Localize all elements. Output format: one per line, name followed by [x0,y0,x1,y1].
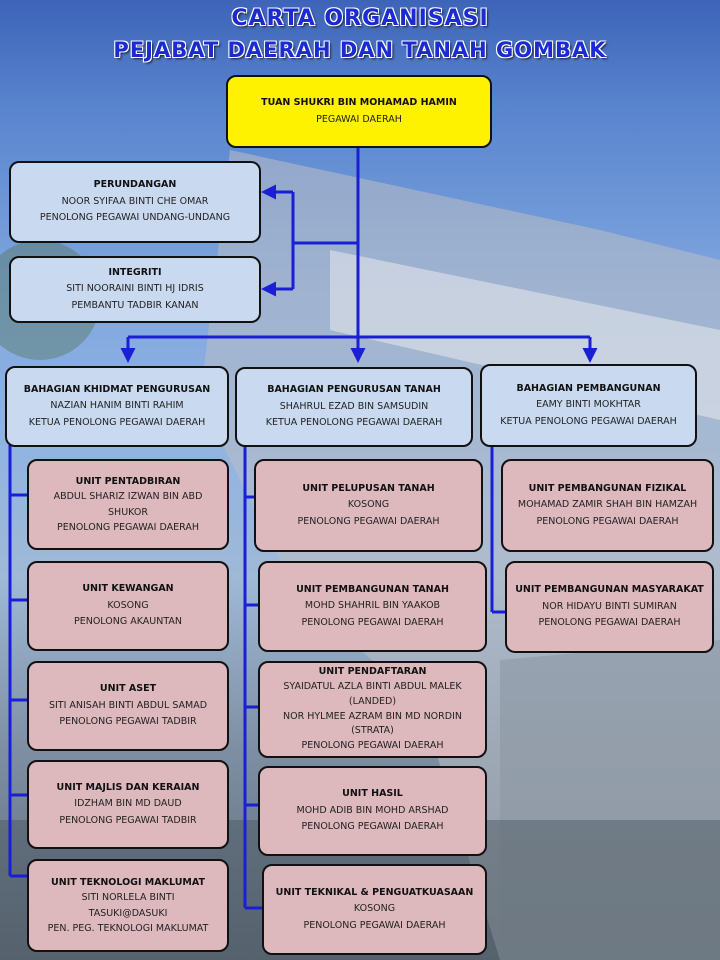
unit-line: MOHD ADIB BIN MOHD ARSHAD [296,804,449,816]
division-title: BAHAGIAN PEMBANGUNAN [516,382,661,394]
unit-line: MOHD SHAHRIL BIN YAAKOB [304,600,441,612]
unit-box-teknikal-penguatkuasaan: UNIT TEKNIKAL & PENGUATKUASAAN KOSONG PE… [262,864,487,955]
staff-name: SITI NOORAINI BINTI HJ IDRIS [66,283,204,295]
unit-line: PENOLONG PEGAWAI TADBIR [59,814,197,826]
unit-title: UNIT PEMBANGUNAN TANAH [296,583,449,595]
unit-box-pentadbiran: UNIT PENTADBIRAN ABDUL SHARIZ IZWAN BIN … [27,459,229,550]
unit-line: KOSONG [347,499,390,511]
unit-box-pembangunan-masyarakat: UNIT PEMBANGUNAN MASYARAKAT NOR HIDAYU B… [505,561,714,653]
unit-box-pelupusan-tanah: UNIT PELUPUSAN TANAH KOSONG PENOLONG PEG… [254,459,483,552]
head-name: TUAN SHUKRI BIN MOHAMAD HAMIN [261,96,457,108]
chart-title: CARTA ORGANISASI [231,6,489,31]
unit-line: PENOLONG PEGAWAI DAERAH [301,616,444,628]
unit-line: PENOLONG PEGAWAI DAERAH [538,617,681,629]
unit-line: (STRATA) [351,725,394,737]
division-head-name: NAZIAN HANIM BINTI RAHIM [50,400,184,412]
unit-line: PENOLONG PEGAWAI DAERAH [297,515,440,527]
staff-role: PENOLONG PEGAWAI UNDANG-UNDANG [39,212,231,224]
unit-box-majlis-dan-keraian: UNIT MAJLIS DAN KERAIAN IDZHAM BIN MD DA… [27,760,229,849]
unit-box-teknologi-maklumat: UNIT TEKNOLOGI MAKLUMAT SITI NORLELA BIN… [27,859,229,952]
unit-line: MOHAMAD ZAMIR SHAH BIN HAMZAH [517,499,698,511]
staff-title: INTEGRITI [108,266,162,278]
district-officer-box: TUAN SHUKRI BIN MOHAMAD HAMIN PEGAWAI DA… [226,75,492,148]
unit-box-aset: UNIT ASET SITI ANISAH BINTI ABDUL SAMAD … [27,661,229,751]
unit-line: TASUKI@DASUKI [88,907,168,919]
unit-title: UNIT PELUPUSAN TANAH [302,482,435,494]
staff-name: NOOR SYIFAA BINTI CHE OMAR [61,195,209,207]
unit-title: UNIT ASET [99,683,157,695]
unit-line: PENOLONG PEGAWAI DAERAH [301,739,444,751]
unit-line: (LANDED) [348,695,397,707]
unit-line: PENOLONG AKAUNTAN [73,616,183,628]
unit-line: NOR HIDAYU BINTI SUMIRAN [542,600,677,612]
division-box-pengurusan-tanah: BAHAGIAN PENGURUSAN TANAH SHAHRUL EZAD B… [235,367,473,447]
staff-role: PEMBANTU TADBIR KANAN [71,299,199,311]
unit-title: UNIT TEKNIKAL & PENGUATKUASAAN [275,886,474,898]
unit-box-pendaftaran: UNIT PENDAFTARAN SYAIDATUL AZLA BINTI AB… [258,661,487,758]
unit-title: UNIT PENDAFTARAN [318,666,427,678]
unit-box-pembangunan-fizikal: UNIT PEMBANGUNAN FIZIKAL MOHAMAD ZAMIR S… [501,459,714,552]
division-title: BAHAGIAN KHIDMAT PENGURUSAN [23,383,211,395]
chart-subtitle: PEJABAT DAERAH DAN TANAH GOMBAK [113,38,607,62]
division-head-role: KETUA PENOLONG PEGAWAI DAERAH [500,415,677,427]
division-title: BAHAGIAN PENGURUSAN TANAH [267,384,441,396]
unit-line: KOSONG [353,903,396,915]
unit-title: UNIT PENTADBIRAN [75,476,181,488]
staff-title: PERUNDANGAN [93,179,177,191]
division-head-name: SHAHRUL EZAD BIN SAMSUDIN [279,400,429,412]
unit-line: IDZHAM BIN MD DAUD [74,798,182,810]
unit-box-pembangunan-tanah: UNIT PEMBANGUNAN TANAH MOHD SHAHRIL BIN … [258,561,487,652]
unit-line: ABDUL SHARIZ IZWAN BIN ABD [53,491,203,503]
unit-line: NOR HYLMEE AZRAM BIN MD NORDIN [283,710,462,722]
unit-box-kewangan: UNIT KEWANGAN KOSONG PENOLONG AKAUNTAN [27,561,229,651]
unit-line: KOSONG [107,599,149,611]
unit-title: UNIT PEMBANGUNAN MASYARAKAT [515,584,704,596]
unit-title: UNIT PEMBANGUNAN FIZIKAL [528,482,687,494]
unit-line: PEN. PEG. TEKNOLOGI MAKLUMAT [47,922,209,934]
division-head-role: KETUA PENOLONG PEGAWAI DAERAH [28,416,206,428]
unit-line: PENOLONG PEGAWAI DAERAH [301,821,444,833]
division-box-pembangunan: BAHAGIAN PEMBANGUNAN EAMY BINTI MOKHTAR … [480,364,697,447]
division-box-khidmat-pengurusan: BAHAGIAN KHIDMAT PENGURUSAN NAZIAN HANIM… [5,366,229,447]
division-head-role: KETUA PENOLONG PEGAWAI DAERAH [265,417,443,429]
unit-title: UNIT HASIL [342,788,403,800]
unit-line: SITI ANISAH BINTI ABDUL SAMAD [48,699,208,711]
unit-title: UNIT MAJLIS DAN KERAIAN [56,781,200,793]
staff-box-integriti: INTEGRITI SITI NOORAINI BINTI HJ IDRIS P… [9,256,261,323]
unit-line: SHUKOR [108,506,148,518]
unit-line: PENOLONG PEGAWAI DAERAH [303,919,446,931]
staff-box-perundangan: PERUNDANGAN NOOR SYIFAA BINTI CHE OMAR P… [9,161,261,243]
unit-line: PENOLONG PEGAWAI DAERAH [536,515,679,527]
head-role: PEGAWAI DAERAH [316,113,402,125]
unit-line: SYAIDATUL AZLA BINTI ABDUL MALEK [283,681,462,693]
unit-box-hasil: UNIT HASIL MOHD ADIB BIN MOHD ARSHAD PEN… [258,766,487,856]
unit-title: UNIT TEKNOLOGI MAKLUMAT [51,877,205,889]
unit-title: UNIT KEWANGAN [82,583,174,595]
division-head-name: EAMY BINTI MOKHTAR [536,399,641,411]
unit-line: PENOLONG PEGAWAI TADBIR [59,716,197,728]
unit-line: SITI NORLELA BINTI [81,892,175,904]
unit-line: PENOLONG PEGAWAI DAERAH [56,521,199,533]
